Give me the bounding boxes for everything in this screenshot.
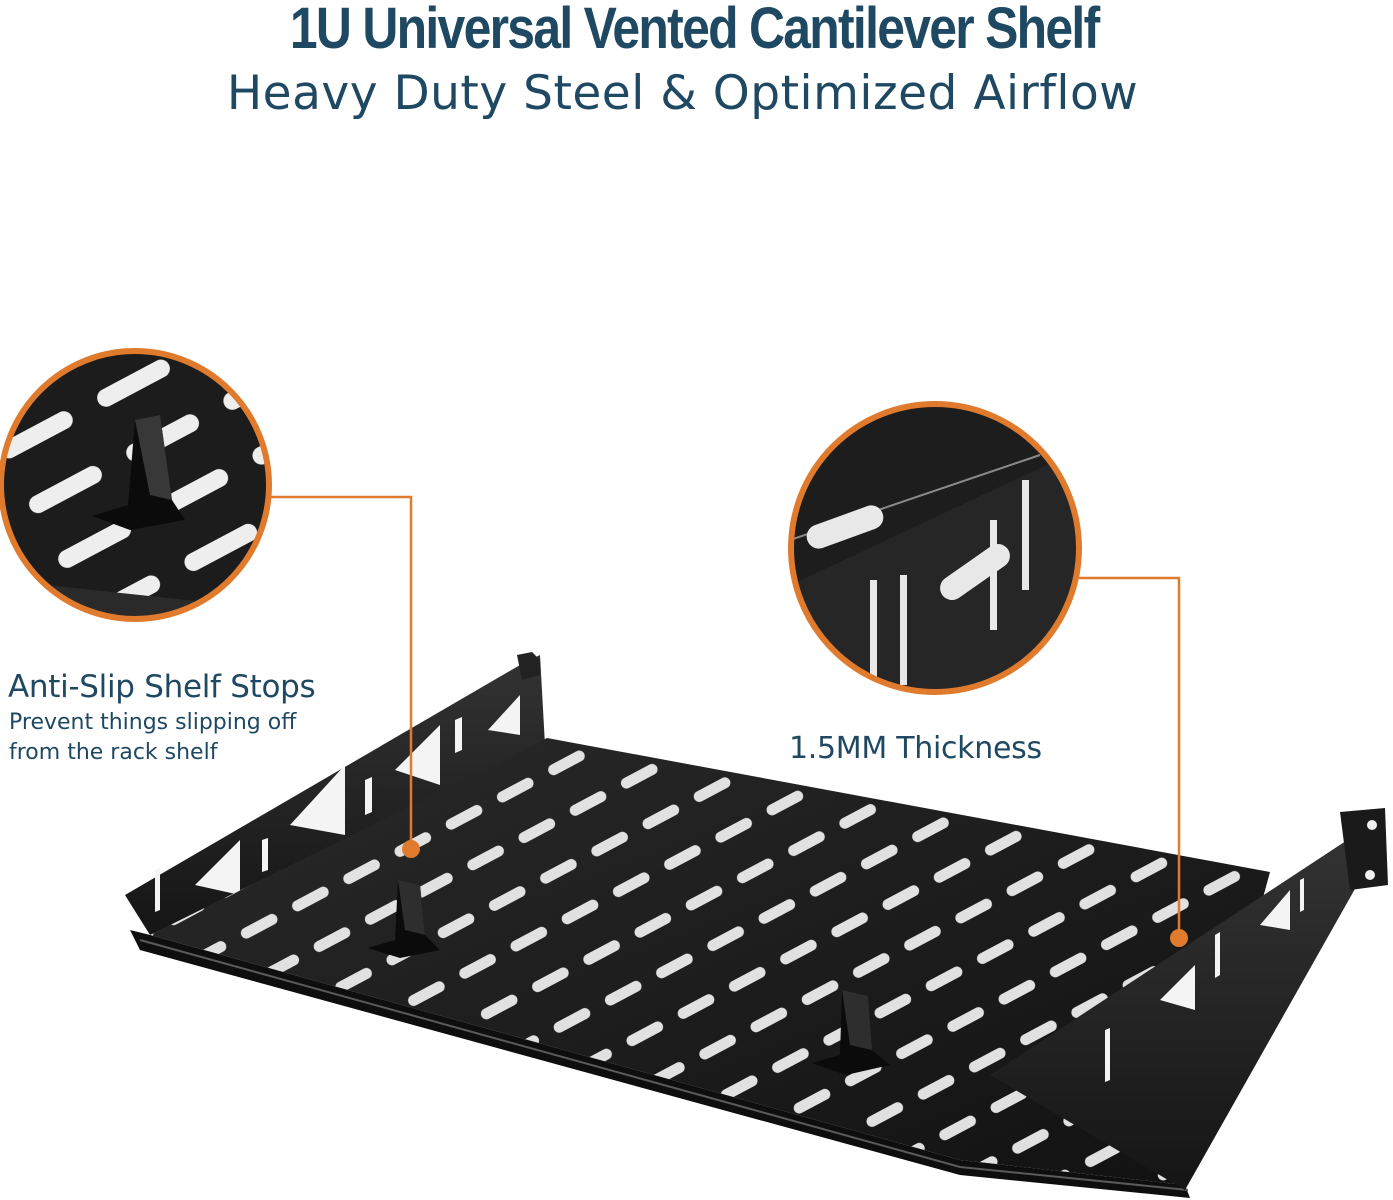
callout-line-stops — [270, 495, 413, 846]
shelf-stop-right — [812, 990, 890, 1075]
callout-stops-title: Anti-Slip Shelf Stops — [8, 669, 316, 705]
callout-stops-description: Prevent things slipping off from the rac… — [9, 710, 297, 765]
shelf-left-wall — [125, 652, 545, 935]
shelf-right-wall — [990, 808, 1388, 1190]
callout-dot-stops — [402, 840, 420, 858]
callout-dot-thickness — [1170, 929, 1188, 947]
shelf-stop-left — [368, 880, 440, 958]
zoom-circle-stops — [0, 348, 272, 622]
callout-thickness-title: 1.5MM Thickness — [789, 731, 1042, 766]
zoom-circle-thickness — [788, 401, 1082, 695]
page-title: 1U Universal Vented Cantilever Shelf — [289, 0, 1100, 61]
page-subtitle: Heavy Duty Steel & Optimized Airflow — [226, 66, 1139, 121]
callout-line-thickness — [1079, 576, 1181, 935]
